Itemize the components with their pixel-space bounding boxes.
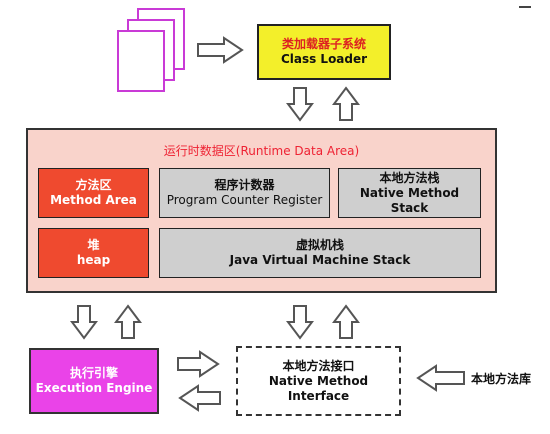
class-files-icon — [117, 8, 185, 92]
heap-box: 堆 heap — [38, 228, 149, 278]
arrow-right-icon — [197, 36, 244, 64]
arrow-down-icon — [286, 87, 314, 122]
native-library-label: 本地方法库 — [471, 372, 532, 386]
arrow-down-icon — [286, 305, 314, 340]
native-method-stack-en: Native Method Stack — [359, 185, 460, 215]
pc-register-box: 程序计数器 Program Counter Register — [159, 168, 330, 218]
class-loader-title-en: Class Loader — [280, 52, 368, 66]
class-loader-box: 类加载器子系统 Class Loader — [257, 24, 391, 80]
jvm-stack-en: Java Virtual Machine Stack — [229, 253, 411, 267]
native-interface-cn: 本地方法接口 — [282, 358, 355, 373]
heap-cn: 堆 — [87, 238, 100, 252]
execution-engine-cn: 执行引擎 — [69, 366, 118, 380]
method-area-box: 方法区 Method Area — [38, 168, 149, 218]
pc-register-en: Program Counter Register — [166, 193, 323, 207]
method-area-cn: 方法区 — [75, 178, 112, 192]
class-loader-title-cn: 类加载器子系统 — [281, 37, 366, 51]
arrow-up-icon — [332, 86, 360, 121]
arrow-left-icon — [416, 364, 465, 392]
method-area-en: Method Area — [50, 193, 137, 207]
native-method-stack-box: 本地方法栈 Native Method Stack — [338, 168, 481, 218]
arrow-up-icon — [114, 304, 142, 339]
native-interface-en-line2: Interface — [287, 388, 350, 403]
native-method-stack-cn: 本地方法栈 — [379, 170, 440, 185]
execution-engine-en: Execution Engine — [35, 381, 153, 395]
pc-register-cn: 程序计数器 — [214, 178, 275, 192]
runtime-data-area-title: 运行时数据区(Runtime Data Area) — [163, 144, 360, 158]
corner-mark — [519, 6, 531, 8]
heap-en: heap — [76, 253, 111, 267]
jvm-stack-cn: 虚拟机栈 — [295, 238, 344, 252]
jvm-stack-box: 虚拟机栈 Java Virtual Machine Stack — [159, 228, 481, 278]
arrow-right-icon — [177, 350, 220, 378]
execution-engine-box: 执行引擎 Execution Engine — [29, 348, 159, 414]
arrow-left-icon — [178, 384, 221, 412]
arrow-up-icon — [332, 304, 360, 339]
arrow-down-icon — [70, 305, 98, 340]
native-interface-en-line1: Native Method — [268, 373, 369, 388]
native-method-interface-box: 本地方法接口 Native Method Interface — [236, 346, 401, 416]
